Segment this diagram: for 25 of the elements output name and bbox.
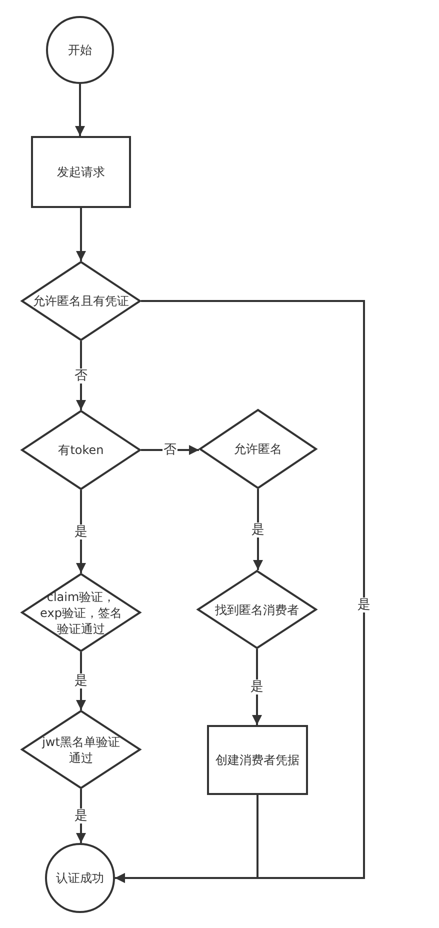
edge-label: 否 [162,442,178,458]
arrow [76,490,86,573]
decision-diamond: 允许匿名且有凭证 [21,261,141,341]
edge-label: 是 [250,680,264,694]
decision-diamond: claim验证，exp验证，签名验证通过 [21,573,141,652]
arrow [76,341,86,410]
terminal-circle: 开始 [46,16,114,84]
terminal-circle: 认证成功 [45,843,115,913]
edge-label: 否 [74,368,88,383]
edge-label: 是 [356,598,372,612]
decision-diamond: 有token [21,410,141,490]
arrow [253,489,263,570]
arrow [115,795,258,883]
edge-label: 是 [250,522,266,537]
edge-label: 是 [74,808,88,824]
arrow [75,84,85,136]
decision-diamond: jwt黑名单验证通过 [21,710,141,789]
decision-diamond: 找到匿名消费者 [197,570,317,649]
arrow [252,649,262,725]
process-box: 创建消费者凭据 [207,725,308,795]
edge-label: 是 [74,674,88,688]
decision-diamond: 允许匿名 [199,409,317,489]
process-box: 发起请求 [31,136,131,208]
arrow [76,208,86,261]
edge-label: 是 [74,524,88,539]
